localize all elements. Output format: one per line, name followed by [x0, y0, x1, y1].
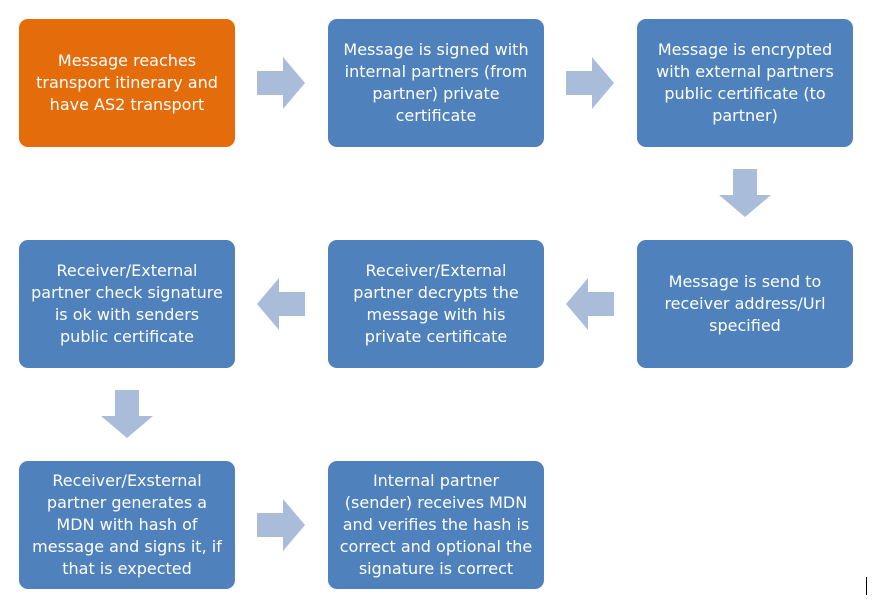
step-box-4: Message is send to receiver address/Url …: [637, 240, 853, 368]
step-label-2: Message is signed with internal partners…: [343, 40, 529, 125]
step-label-3: Message is encrypted with external partn…: [656, 40, 834, 125]
step-box-1: Message reaches transport itinerary and …: [19, 19, 235, 147]
step-label-8: Internal partner (sender) receives MDN a…: [339, 471, 533, 578]
step-label-7: Receiver/Exsternal partner generates a M…: [32, 471, 222, 578]
step-box-6: Receiver/External partner check signatur…: [19, 240, 235, 368]
arrow-left-icon: [566, 278, 614, 330]
arrow-right-icon: [566, 57, 614, 109]
step-label-6: Receiver/External partner check signatur…: [31, 261, 223, 346]
arrow-down-icon: [719, 169, 771, 217]
arrow-right-icon: [257, 499, 305, 551]
text-cursor: [866, 577, 867, 595]
step-label-1: Message reaches transport itinerary and …: [36, 51, 218, 114]
step-label-4: Message is send to receiver address/Url …: [664, 272, 826, 335]
step-box-8: Internal partner (sender) receives MDN a…: [328, 461, 544, 589]
arrow-left-icon: [257, 278, 305, 330]
step-box-3: Message is encrypted with external partn…: [637, 19, 853, 147]
step-box-7: Receiver/Exsternal partner generates a M…: [19, 461, 235, 589]
arrow-down-icon: [101, 390, 153, 438]
arrow-right-icon: [257, 57, 305, 109]
step-box-5: Receiver/External partner decrypts the m…: [328, 240, 544, 368]
step-label-5: Receiver/External partner decrypts the m…: [353, 261, 519, 346]
step-box-2: Message is signed with internal partners…: [328, 19, 544, 147]
